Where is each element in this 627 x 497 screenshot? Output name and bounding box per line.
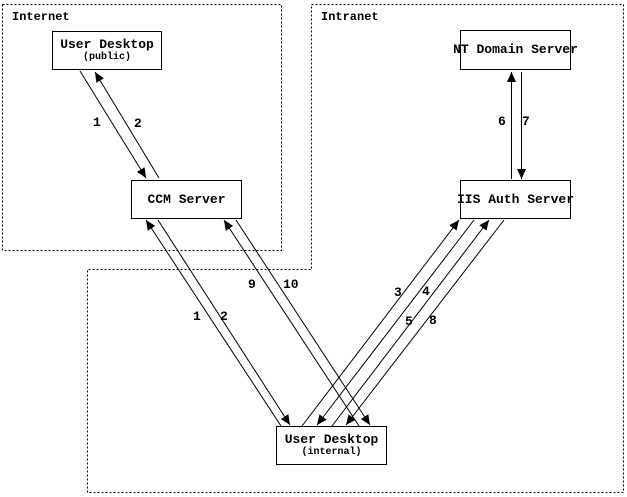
edge-label-2-public: 2 bbox=[134, 116, 142, 131]
edge-label-1-public: 1 bbox=[93, 115, 101, 130]
edge-label-9: 9 bbox=[248, 277, 256, 292]
node-title: CCM Server bbox=[147, 191, 226, 207]
region-label-internet: Internet bbox=[12, 10, 70, 24]
node-user-desktop-internal: User Desktop (internal) bbox=[276, 426, 387, 465]
node-subtitle: (public) bbox=[82, 52, 131, 63]
node-subtitle: (internal) bbox=[301, 447, 362, 458]
node-user-desktop-public: User Desktop (public) bbox=[52, 31, 162, 70]
edge-label-5: 5 bbox=[405, 314, 413, 329]
edge-line-10-ccm-to-internal bbox=[235, 219, 371, 426]
node-title: NT Domain Server bbox=[453, 42, 578, 57]
edge-label-6: 6 bbox=[498, 114, 506, 129]
edge-line-8-iis-to-internal bbox=[345, 219, 505, 426]
edge-label-10: 10 bbox=[283, 277, 299, 292]
node-iis-auth-server: IIS Auth Server bbox=[456, 180, 575, 219]
node-nt-domain-server: NT Domain Server bbox=[453, 30, 578, 70]
edge-line-2-ccm-to-public bbox=[94, 71, 160, 179]
region-label-intranet: Intranet bbox=[321, 10, 379, 24]
edge-line-3-internal-to-iis bbox=[301, 219, 460, 427]
edge-line-5-internal-to-iis bbox=[331, 219, 490, 427]
node-title: User Desktop bbox=[60, 37, 154, 52]
node-title: IIS Auth Server bbox=[456, 191, 575, 207]
region-internet-outline bbox=[2, 4, 282, 251]
edge-label-2-internal: 2 bbox=[220, 309, 228, 324]
edge-line-9-internal-to-ccm bbox=[223, 219, 360, 427]
edge-label-4: 4 bbox=[422, 284, 430, 299]
edge-line-1-public-to-ccm bbox=[79, 70, 147, 179]
region-intranet-outline bbox=[87, 4, 624, 493]
edge-label-8: 8 bbox=[429, 313, 437, 328]
edge-line-2-ccm-to-internal bbox=[157, 219, 291, 426]
edge-line-1-internal-to-ccm bbox=[145, 219, 282, 427]
edge-label-3: 3 bbox=[394, 285, 402, 300]
edge-label-1-internal: 1 bbox=[193, 309, 201, 324]
edge-line-4-iis-to-internal bbox=[316, 219, 475, 426]
node-ccm-server: CCM Server bbox=[131, 180, 242, 219]
edge-label-7: 7 bbox=[522, 114, 530, 129]
node-title: User Desktop bbox=[284, 432, 379, 447]
